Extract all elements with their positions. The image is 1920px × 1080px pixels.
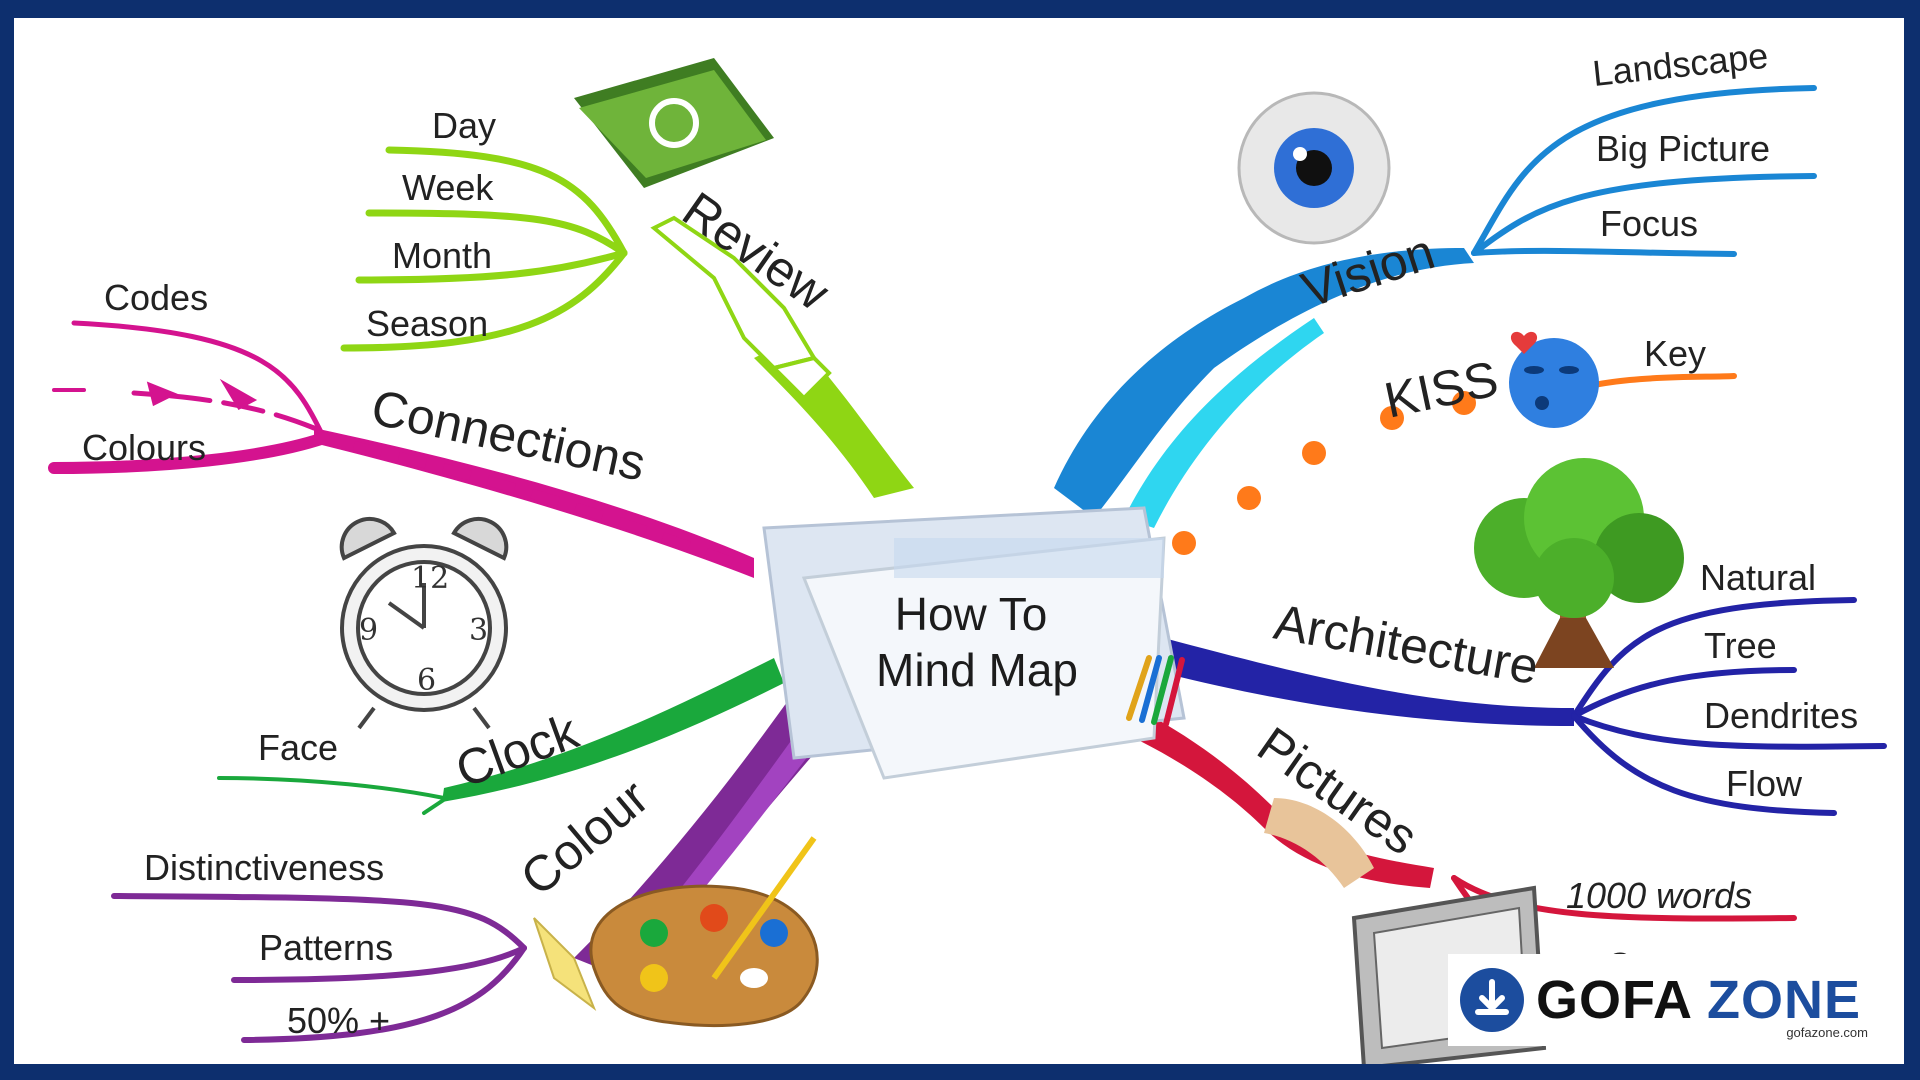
connections-sub-codes: Codes	[104, 277, 208, 318]
colour-sub-50-percent: 50% +	[287, 1000, 390, 1041]
logo-domain: gofazone.com	[1786, 1025, 1868, 1040]
pictures-sub-1000-words: 1000 words	[1566, 875, 1752, 916]
svg-text:3: 3	[469, 613, 488, 648]
review-sub-season: Season	[366, 303, 488, 344]
review-sub-week: Week	[402, 167, 494, 208]
clock-sub-branches	[217, 776, 456, 815]
architecture-sub-tree: Tree	[1704, 625, 1777, 666]
clock-branch	[442, 658, 784, 802]
center-title-line1: How To	[895, 588, 1048, 640]
architecture-sub-dendrites: Dendrites	[1704, 695, 1858, 736]
architecture-sub-natural: Natural	[1700, 557, 1816, 598]
clock-sub-face: Face	[258, 727, 338, 768]
vision-branch	[1054, 248, 1474, 518]
tree-icon	[1474, 458, 1684, 668]
architecture-sub-branches	[1571, 597, 1887, 816]
colour-sub-branches	[111, 893, 527, 1043]
svg-text:12: 12	[411, 561, 449, 596]
svg-text:9: 9	[359, 613, 378, 648]
vision-sub-branches	[1471, 85, 1817, 257]
pictures-hand-icon	[1264, 798, 1374, 888]
connections-sub-branches	[48, 320, 330, 474]
review-sub-branches	[340, 146, 628, 352]
vision-branch-highlight	[1124, 318, 1324, 528]
gofazone-logo: GOFA ZONE gofazone.com	[1448, 954, 1878, 1046]
kiss-label: KISS	[1380, 350, 1503, 428]
kiss-dots	[1172, 391, 1476, 555]
pointing-hand-icon	[650, 215, 832, 401]
center-paper	[762, 506, 1186, 780]
svg-text:6: 6	[417, 663, 436, 698]
colour-sub-patterns: Patterns	[259, 927, 393, 968]
connections-dash-line	[352, 441, 736, 568]
recycle-folder-icon	[574, 58, 774, 188]
review-sub-month: Month	[392, 235, 492, 276]
eye-icon	[1237, 91, 1391, 245]
center-title-line2: Mind Map	[876, 644, 1078, 696]
mind-map-canvas: 12 3 6 9 How To Mind Map Review C	[14, 18, 1904, 1064]
vision-sub-big-picture: Big Picture	[1596, 128, 1770, 169]
review-sub-day: Day	[432, 105, 496, 146]
pencil-tip-icon	[533, 917, 597, 1011]
architecture-branch	[1164, 638, 1574, 726]
logo-word-zone: ZONE	[1707, 970, 1862, 1030]
clock-numerals: 12 3 6 9	[359, 561, 488, 698]
connections-sub-colours: Colours	[82, 427, 206, 468]
colour-label: Colour	[510, 769, 659, 907]
download-badge-icon	[1460, 968, 1524, 1032]
alarm-clock-icon	[339, 516, 509, 730]
logo-word-gofa: GOFA	[1536, 970, 1694, 1030]
vision-sub-landscape: Landscape	[1591, 35, 1770, 94]
pictures-branch	[1089, 688, 1434, 888]
mind-map-diagram: 12 3 6 9 How To Mind Map Review C	[48, 35, 1887, 1064]
architecture-sub-flow: Flow	[1726, 763, 1803, 804]
vision-sub-focus: Focus	[1600, 203, 1698, 244]
center-pens-icon	[1126, 655, 1185, 727]
kiss-sub-key: Key	[1644, 333, 1706, 374]
kiss-face-icon	[1509, 331, 1599, 428]
colour-sub-distinctiveness: Distinctiveness	[144, 847, 384, 888]
paint-palette-icon	[589, 836, 819, 1027]
center-title: How To Mind Map	[876, 588, 1078, 696]
